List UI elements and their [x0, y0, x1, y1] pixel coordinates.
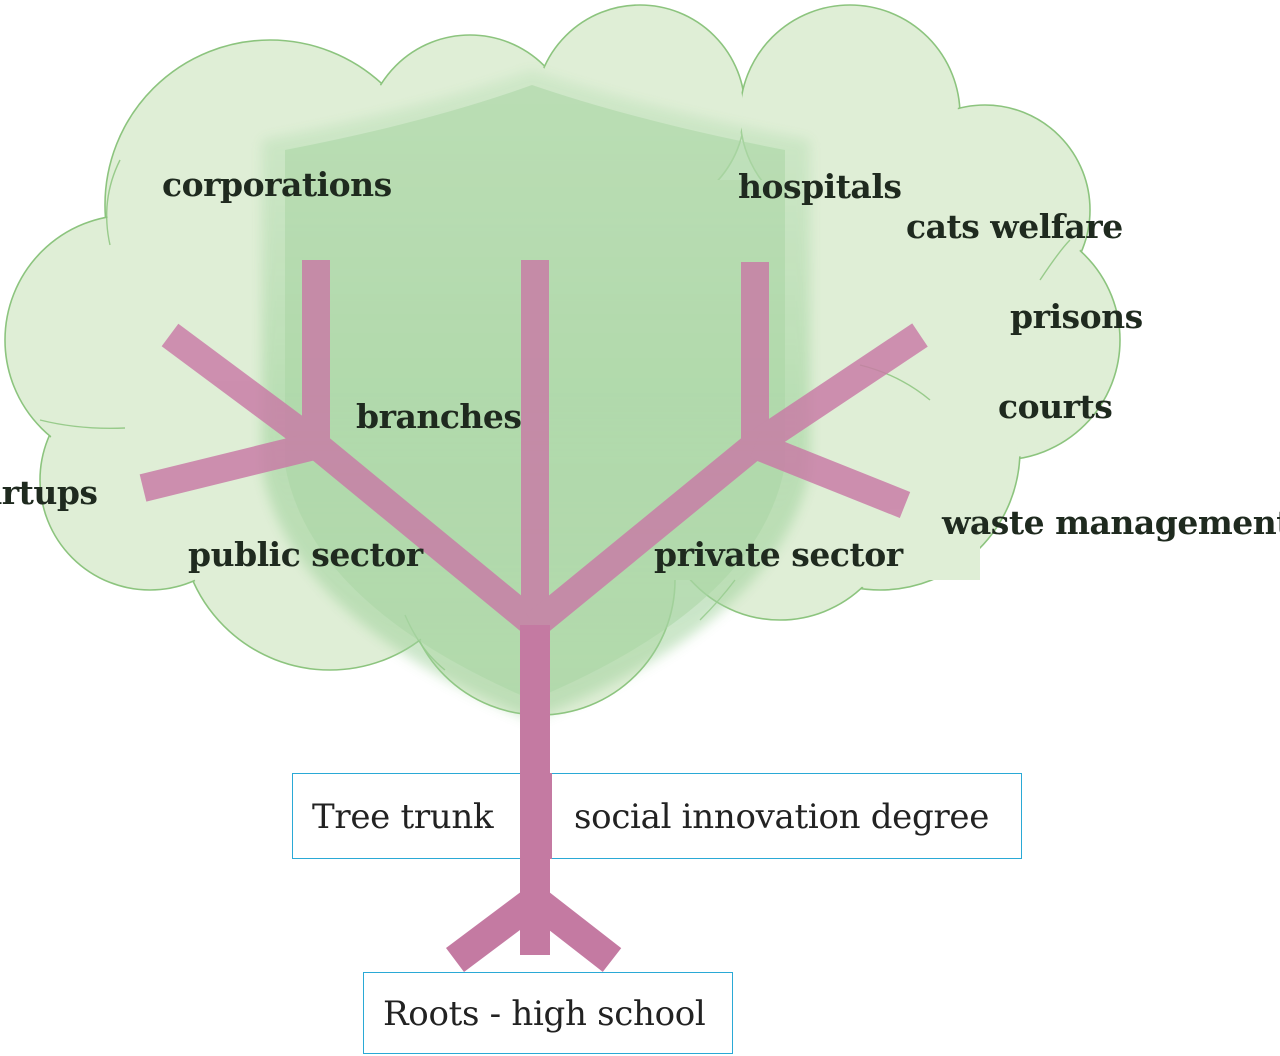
trunk-overlay — [520, 773, 552, 859]
label-cats-welfare: cats welfare — [906, 207, 1123, 246]
label-private-sector: private sector — [654, 535, 903, 574]
label-waste-management: waste management — [942, 503, 1280, 542]
label-corporations: corporations — [162, 165, 392, 204]
trunk-label: Tree trunk — [312, 797, 494, 837]
label-public-sector: public sector — [188, 535, 423, 574]
label-branches: branches — [356, 397, 522, 436]
label-startups: startups — [0, 473, 98, 512]
trunk-box — [292, 773, 1022, 859]
label-hospitals: hospitals — [738, 167, 902, 206]
roots-box — [363, 972, 733, 1054]
label-prisons: prisons — [1010, 297, 1143, 336]
roots-label: Roots - high school — [383, 994, 706, 1034]
trunk-value: social innovation degree — [574, 797, 990, 837]
label-courts: courts — [998, 387, 1113, 426]
tree-branches — [139, 260, 928, 636]
